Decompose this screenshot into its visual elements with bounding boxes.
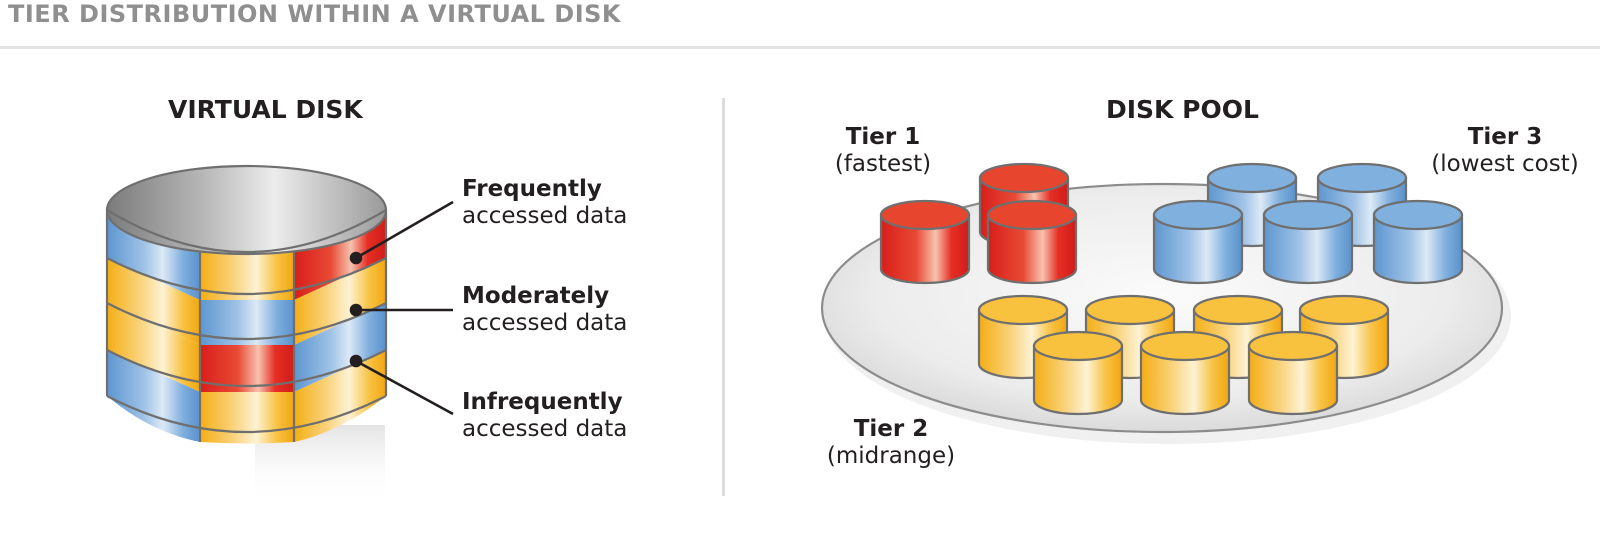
pool-disk-tier-1 <box>879 199 971 285</box>
pool-disk-tier-3 <box>1262 199 1354 285</box>
moderately-label: Moderately accessed data <box>462 283 628 336</box>
tier-1-label: Tier 1 (fastest) <box>834 124 932 177</box>
infrequently-label: Infrequently accessed data <box>462 389 628 442</box>
pool-disks <box>879 162 1464 416</box>
tier-3-label: Tier 3 (lowest cost) <box>1431 124 1579 177</box>
pool-disk-tier-2 <box>1139 330 1231 416</box>
virtual-disk-cylinder <box>105 164 388 505</box>
tier-2-label: Tier 2 (midrange) <box>826 416 956 469</box>
pool-disk-tier-3 <box>1372 199 1464 285</box>
pool-disk-tier-2 <box>1247 330 1339 416</box>
title-rule <box>0 46 1600 49</box>
leader-lines <box>349 200 454 416</box>
disk-pool-heading: DISK POOL <box>1106 95 1259 124</box>
virtual-disk-heading: VIRTUAL DISK <box>168 95 363 124</box>
pool-disk-tier-2 <box>1032 330 1124 416</box>
diagram-title: TIER DISTRIBUTION WITHIN A VIRTUAL DISK <box>8 0 622 28</box>
section-divider <box>722 98 725 496</box>
pool-disk-tier-3 <box>1152 199 1244 285</box>
pool-disk-tier-1 <box>986 199 1078 285</box>
frequently-label: Frequently accessed data <box>462 176 628 229</box>
